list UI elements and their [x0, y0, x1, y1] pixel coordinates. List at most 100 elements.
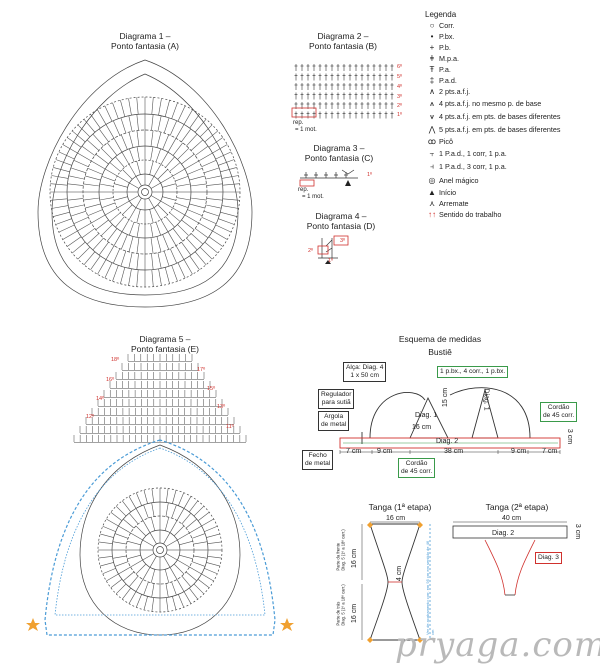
legend-item: ⋀5 pts.a.f.j. em pts. de bases diferente… [425, 123, 600, 136]
tanga1-left-top-16cm: 16 cm [351, 548, 359, 569]
diagram5-chart [26, 354, 294, 636]
diagram2-title-line1: Diagrama 2 – [317, 31, 369, 41]
diagram5-title-line2: Ponto fantasia (E) [130, 344, 200, 354]
diagram3-title-line1: Diagrama 3 – [313, 143, 365, 153]
legend-label: Anel mágico [439, 175, 479, 185]
tanga2-3cm: 3 cm [574, 523, 582, 540]
legend-label: P.bx. [439, 32, 455, 41]
diagram4-row-3: 3º [340, 238, 346, 244]
bustie-schema [339, 387, 561, 454]
diagram2-row-3: 3º [397, 94, 403, 100]
legend-symbol-icon: ∧ [429, 87, 435, 96]
legend-symbol-icon: ○ [429, 21, 435, 30]
legend-item: ⩚4 pts.a.f.j. no mesmo p. de base [425, 97, 600, 110]
legend-symbol-icon: ⫟ [429, 149, 435, 158]
diagram4-chart [317, 235, 349, 264]
diagram2-title-line2: Ponto fantasia (B) [308, 41, 378, 51]
tanga2-diag3: Diag. 3 [535, 552, 562, 564]
legend-symbol-icon: Ŧ [429, 65, 435, 74]
legend-symbol-icon: ꝏ [427, 137, 437, 146]
diagram2-title: Diagrama 2 – Ponto fantasia (B) [288, 31, 398, 51]
diagram3-title: Diagrama 3 – Ponto fantasia (C) [284, 143, 394, 163]
diagram3-title-line2: Ponto fantasia (C) [304, 153, 374, 163]
diagram2-row-1: 1º [397, 112, 403, 118]
legend-label: 1 P.a.d., 1 corr, 1 p.a. [439, 149, 507, 158]
diagram5-row-16: 16º [106, 377, 115, 383]
diagram2-mot: = 1 mot. [295, 127, 317, 133]
label-15cm: 15 cm [442, 387, 450, 408]
label-diag2: Diag. 2 [436, 438, 459, 445]
legend-symbol-icon: ⩛ [429, 112, 435, 121]
label-3cm-bustie: 3 cm [566, 428, 574, 445]
diagram2-chart [291, 64, 394, 119]
diagram5-row-17: 17º [197, 367, 206, 373]
diagram5-title-line1: Diagrama 5 – [139, 334, 191, 344]
schema-title: Esquema de medidas [398, 334, 482, 344]
measure-9cm-left: 9 cm [377, 448, 393, 455]
tanga1-mid-4cm: 4 cm [396, 565, 404, 582]
label-alca: Alça: Diag. 4 1 x 50 cm [343, 362, 387, 382]
diagram5-row-15: 15º [207, 386, 216, 392]
legend-item: ▲Início [425, 187, 600, 198]
measure-9cm-right: 9 cm [511, 448, 527, 455]
legend-item: ∧ 2 pts.a.f.j. [425, 86, 600, 97]
watermark: pryaga.com [395, 625, 600, 665]
label-cordao-bottom: Cordão de 45 corr. [398, 458, 436, 478]
diagram5-row-11: 11º [226, 424, 234, 430]
tanga1-side-top: Parte da frente Diag. 5 (1º a 18º carr.) [335, 529, 346, 571]
legend-label: 5 pts.a.f.j. em pts. de bases diferentes [439, 125, 561, 134]
legend-label: P.b. [439, 43, 451, 52]
legend-label: P.a. [439, 65, 451, 74]
diagram1-title-line2: Ponto fantasia (A) [110, 41, 180, 51]
diagram4-title-line1: Diagrama 4 – [315, 211, 367, 221]
legend-title: Legenda [425, 10, 457, 19]
legend-item: ◎Anel mágico [425, 173, 600, 187]
measure-38cm: 38 cm [444, 448, 464, 455]
diagram1-title: Diagrama 1 – Ponto fantasia (A) [90, 31, 200, 51]
diagram2-row-6: 6º [397, 64, 403, 70]
diagram5-row-14: 14º [96, 396, 105, 402]
legend-label: 1 P.a.d., 3 corr, 1 p.a. [439, 162, 507, 171]
legend-item: ⋏Arremate [425, 198, 600, 209]
legend-item: ↑↑Sentido do trabalho [425, 209, 600, 220]
legend-symbol-icon: • [430, 32, 434, 41]
measure-7cm-left: 7 cm [346, 448, 362, 455]
label-green-top: 1 p.bx., 4 corr., 1 p.bx. [437, 366, 509, 378]
legend-label: 2 pts.a.f.j. [439, 87, 471, 96]
label-argola: Argola de metal [318, 411, 350, 431]
legend-label: Corr. [439, 21, 455, 30]
diagram2-row-4: 4º [397, 84, 403, 90]
tanga1-title: Tanga (1ª etapa) [368, 502, 432, 512]
legend-item: • P.bx. [425, 31, 600, 42]
diagram2-rep: rep. [293, 120, 304, 126]
tanga2-top-40cm: 40 cm [502, 515, 522, 522]
diagram3-row-1: 1º [367, 172, 373, 178]
legend-label: Arremate [439, 199, 469, 208]
label-fecho: Fecho de metal [302, 450, 334, 470]
label-cordao-right: Cordão de 45 corr. [540, 402, 578, 422]
label-diag1-left: Diag. 1 [415, 412, 438, 419]
diagram3-chart [299, 169, 358, 187]
diagram2-row-5: 5º [397, 74, 403, 80]
legend-label: M.p.a. [439, 54, 459, 63]
legend-label: 4 pts.a.f.j. no mesmo p. de base [439, 99, 542, 108]
diagram1-chart [37, 59, 253, 308]
legend-symbol-icon: ⋀ [428, 125, 436, 134]
tanga1-left-bottom-16cm: 16 cm [351, 603, 359, 624]
measure-7cm-right: 7 cm [542, 448, 558, 455]
legend-symbol-icon: ↑↑ [428, 210, 436, 219]
legend-item: ‡P.a.d. [425, 75, 600, 86]
legend-label: Início [439, 188, 457, 197]
legend-label: 4 pts.a.f.j. em pts. de bases diferentes [439, 112, 561, 121]
diagram3-rep: rep. [298, 187, 309, 193]
diagram2-row-2: 2º [397, 103, 403, 109]
diagram4-row-2: 2º [308, 248, 314, 254]
diagram4-title: Diagrama 4 – Ponto fantasia (D) [286, 211, 396, 231]
diagram5-title: Diagrama 5 – Ponto fantasia (E) [110, 334, 220, 354]
legend-symbol-icon: ⫞ [430, 162, 434, 171]
tanga1-top-16cm: 16 cm [386, 515, 406, 522]
tanga2-diag2: Diag. 2 [492, 530, 515, 537]
